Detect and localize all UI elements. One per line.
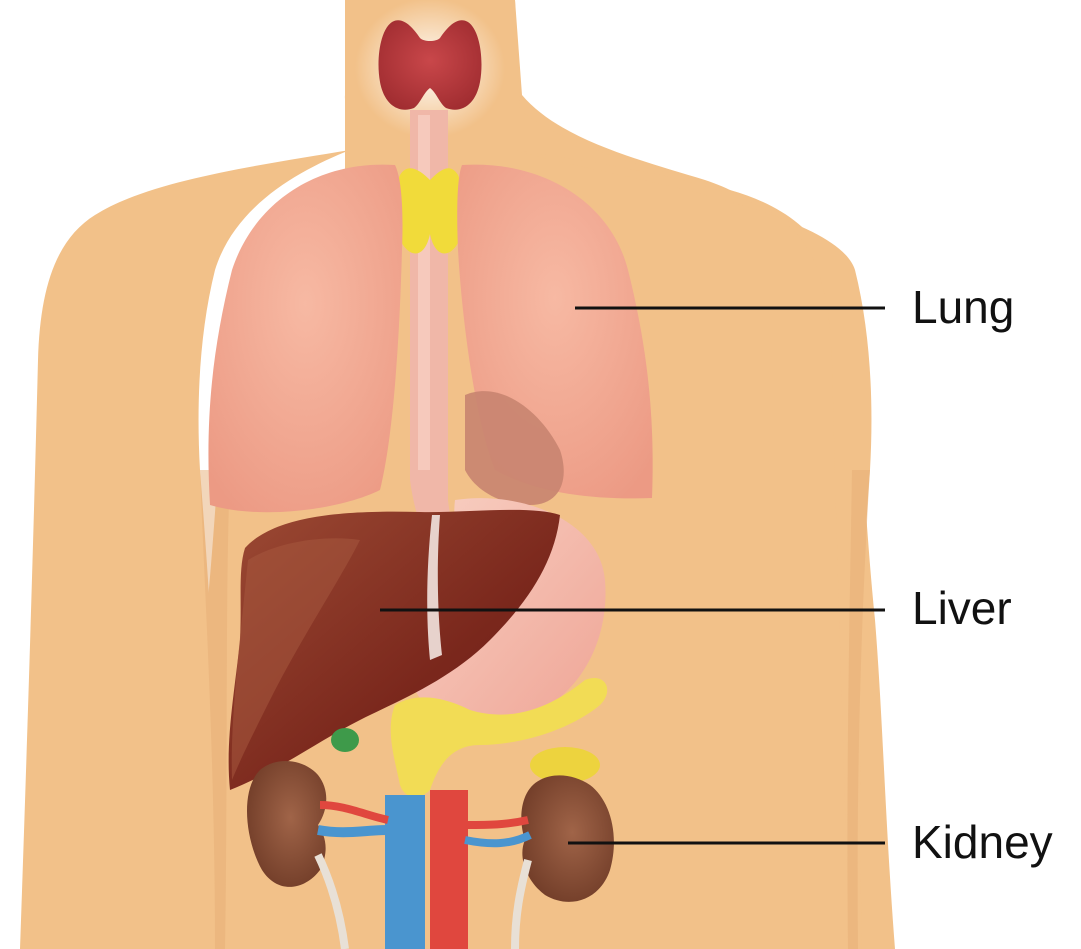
gallbladder: [331, 728, 359, 752]
kidney-label: Kidney: [912, 816, 1053, 868]
aorta: [430, 790, 468, 949]
trachea-highlight: [418, 115, 430, 470]
renal-vein-left: [318, 830, 388, 832]
lung-label: Lung: [912, 281, 1014, 333]
inferior-vena-cava: [385, 795, 425, 949]
liver-label: Liver: [912, 582, 1012, 634]
